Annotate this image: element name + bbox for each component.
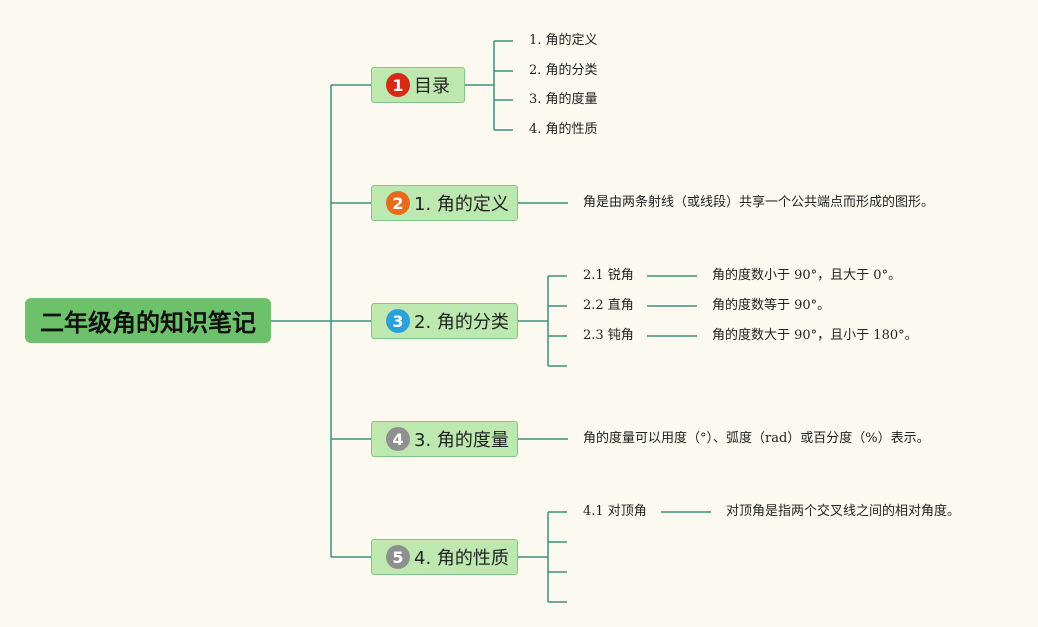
subtopic-acute-angle[interactable]: 2.1 锐角	[583, 268, 634, 283]
definition-text[interactable]: 角是由两条射线（或线段）共享一个公共端点而形成的图形。	[583, 195, 935, 210]
toc-item-3[interactable]: 3. 角的度量	[529, 92, 598, 107]
topic-label: 1. 角的定义	[414, 194, 509, 215]
topic-classification[interactable]: 3 2. 角的分类	[371, 303, 518, 339]
subtopic-obtuse-angle[interactable]: 2.3 钝角	[583, 328, 634, 343]
number-badge-icon: 2	[386, 191, 410, 215]
root-node[interactable]: 二年级角的知识笔记	[25, 298, 271, 343]
topic-label: 2. 角的分类	[414, 312, 509, 333]
topic-label: 目录	[414, 76, 450, 97]
obtuse-angle-desc[interactable]: 角的度数大于 90°，且小于 180°。	[712, 328, 918, 343]
number-badge-icon: 3	[386, 309, 410, 333]
vertical-angles-desc[interactable]: 对顶角是指两个交叉线之间的相对角度。	[726, 504, 961, 519]
subtopic-right-angle[interactable]: 2.2 直角	[583, 298, 634, 313]
number-badge-icon: 1	[386, 73, 410, 97]
subtopic-vertical-angles[interactable]: 4.1 对顶角	[583, 504, 647, 519]
number-badge-icon: 5	[386, 545, 410, 569]
topic-label: 3. 角的度量	[414, 430, 509, 451]
toc-item-2[interactable]: 2. 角的分类	[529, 63, 598, 78]
topic-toc[interactable]: 1 目录	[371, 67, 465, 103]
topic-properties[interactable]: 5 4. 角的性质	[371, 539, 518, 575]
topic-measurement[interactable]: 4 3. 角的度量	[371, 421, 518, 457]
topic-definition[interactable]: 2 1. 角的定义	[371, 185, 518, 221]
right-angle-desc[interactable]: 角的度数等于 90°。	[712, 298, 831, 313]
toc-item-1[interactable]: 1. 角的定义	[529, 33, 598, 48]
measurement-text[interactable]: 角的度量可以用度（°）、弧度（rad）或百分度（%）表示。	[583, 431, 930, 446]
number-badge-icon: 4	[386, 427, 410, 451]
acute-angle-desc[interactable]: 角的度数小于 90°，且大于 0°。	[712, 268, 902, 283]
topic-label: 4. 角的性质	[414, 548, 509, 569]
toc-item-4[interactable]: 4. 角的性质	[529, 122, 598, 137]
root-title: 二年级角的知识笔记	[40, 309, 256, 337]
